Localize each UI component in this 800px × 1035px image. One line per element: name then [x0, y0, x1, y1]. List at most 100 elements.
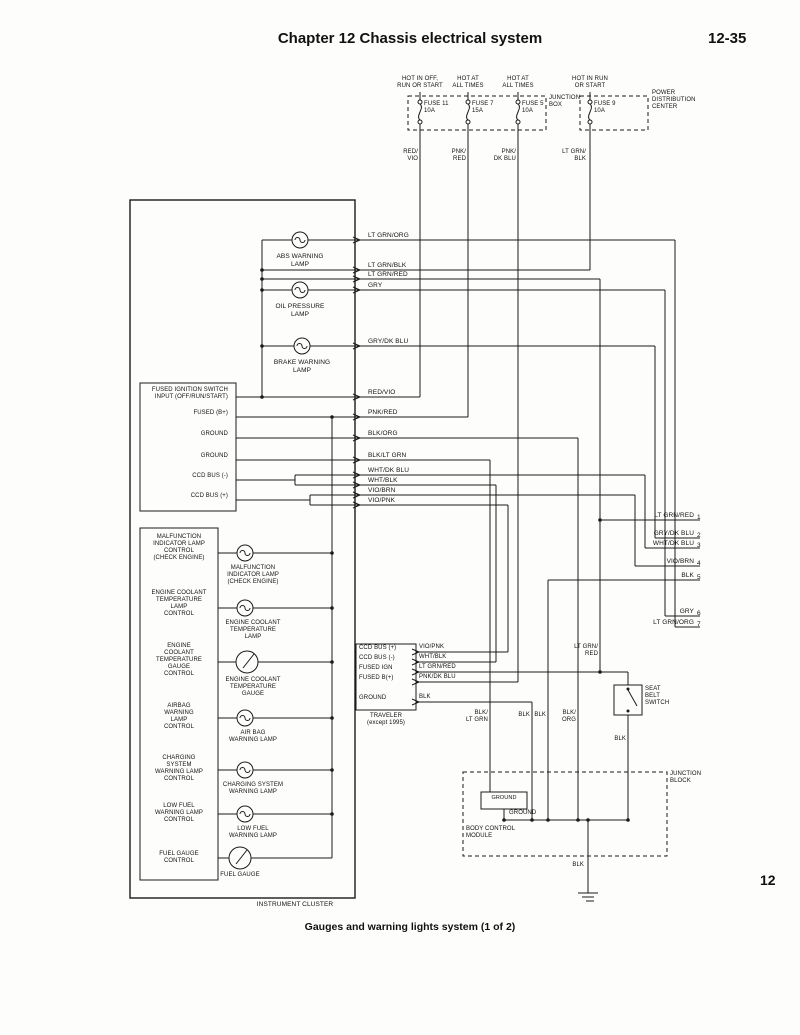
low-fuel-lamp-symbol [236, 805, 254, 823]
traveler-pin-1: CCD BUS (-) [359, 655, 395, 661]
pin1-wire: LT GRN/RED [654, 512, 694, 519]
page-title: Chapter 12 Chassis electrical system [277, 30, 543, 47]
chapter-tab: 12 [760, 872, 776, 888]
cluster-input-box [139, 382, 237, 512]
mil-lamp-symbol [236, 544, 254, 562]
fuse-condition-0: HOT IN OFF, RUN OR START [397, 76, 443, 90]
fuse-condition-1: HOT AT ALL TIMES [452, 76, 484, 90]
jb-wire-blk-1: BLK [518, 712, 530, 718]
traveler-box [355, 643, 417, 711]
fuse-name-1: FUSE 7 15A [472, 101, 494, 115]
wire-blk-lt-grn: BLK/LT GRN [368, 452, 407, 459]
device-coolant-lamp: ENGINE COOLANT TEMPERATURE LAMP [225, 620, 281, 641]
seat-belt-blade [627, 689, 638, 707]
fuse-wire-0: RED/ VIO [403, 149, 418, 163]
abs-warning-lamp-symbol [291, 231, 309, 249]
airbag-lamp-symbol [236, 709, 254, 727]
cluster-control-box [139, 527, 219, 881]
traveler-wire-1: WHT/BLK [419, 654, 447, 660]
device-airbag: AIR BAG WARNING LAMP [229, 730, 277, 744]
ground-node-label: GROUND [509, 810, 537, 816]
figure-caption: Gauges and warning lights system (1 of 2… [304, 921, 516, 933]
seat-belt-wire-in: LT GRN/ RED [574, 644, 598, 658]
fuel-gauge-symbol [228, 846, 252, 870]
device-low-fuel: LOW FUEL WARNING LAMP [229, 826, 277, 840]
pin6-number: 6 [697, 610, 701, 617]
wire-gry-dk-blu: GRY/DK BLU [368, 338, 409, 345]
coolant-temp-gauge-symbol [235, 650, 259, 674]
fuse-terminals [417, 99, 593, 125]
traveler-wire-4: BLK [419, 694, 431, 700]
pin5-number: 5 [697, 574, 701, 581]
fuse-wire-1: PNK/ RED [451, 149, 466, 163]
junction-box-label: JUNCTION BOX [549, 95, 581, 109]
ground-symbol [578, 892, 598, 902]
traveler-pin-3: FUSED B(+) [359, 675, 394, 681]
wires-vertical [261, 92, 676, 893]
page-number: 12-35 [708, 30, 747, 47]
wire-pnk-red: PNK/RED [368, 409, 398, 416]
body-control-module-label: BODY CONTROL MODULE [466, 826, 516, 840]
junction-block-outline [462, 771, 668, 857]
wire-lt-grn-blk: LT GRN/BLK [368, 262, 407, 269]
junction-dots [260, 268, 630, 822]
control-charging: CHARGING SYSTEM WARNING LAMP CONTROL [155, 755, 203, 783]
wire-wht-dk-blu: WHT/DK BLU [368, 467, 410, 474]
control-coolant-lamp: ENGINE COOLANT TEMPERATURE LAMP CONTROL [151, 590, 207, 618]
oil-pressure-lamp-label: OIL PRESSURE LAMP [275, 303, 325, 318]
coolant-temp-lamp-symbol [236, 599, 254, 617]
wire-gry: GRY [368, 282, 383, 289]
fuse-name-0: FUSE 11 10A [424, 101, 449, 115]
connector-chevrons [352, 236, 421, 706]
abs-warning-lamp-label: ABS WARNING LAMP [276, 253, 324, 268]
brake-warning-lamp-symbol [293, 337, 311, 355]
pin6-wire: GRY [679, 608, 694, 615]
traveler-pin-2: FUSED IGN [359, 665, 393, 671]
traveler-wire-2: LT GRN/RED [419, 664, 456, 670]
junction-box-outline [407, 95, 547, 131]
pin1-number: 1 [697, 514, 701, 521]
control-low-fuel: LOW FUEL WARNING LAMP CONTROL [155, 803, 203, 824]
fuse-name-2: FUSE 5 10A [522, 101, 544, 115]
fuse-wire-2: PNK/ DK BLU [493, 149, 516, 163]
seat-belt-switch-label: SEAT BELT SWITCH [645, 686, 670, 707]
pdc-label: POWER DISTRIBUTION CENTER [652, 90, 696, 111]
fuse-condition-3: HOT IN RUN OR START [572, 76, 608, 90]
jb-wire-blk-2: BLK [534, 712, 546, 718]
input-ground-1: GROUND [200, 431, 228, 437]
traveler-pin-0: CCD BUS (+) [359, 645, 397, 651]
device-charging: CHARGING SYSTEM WARNING LAMP [222, 782, 284, 796]
pin7-number: 7 [697, 621, 701, 628]
wires-horizontal [218, 239, 700, 859]
control-coolant-gauge: ENGINE COOLANT TEMPERATURE GAUGE CONTROL [156, 643, 202, 678]
traveler-caption: TRAVELER (except 1995) [367, 713, 405, 727]
charging-lamp-symbol [236, 761, 254, 779]
pin3-number: 3 [697, 542, 701, 549]
jb-wire-out: BLK [572, 862, 584, 868]
gauge-needles [235, 653, 255, 865]
wire-wht-blk: WHT/BLK [368, 477, 398, 484]
pin4-number: 4 [697, 560, 701, 567]
wire-blk-org: BLK/ORG [368, 430, 398, 437]
traveler-wire-3: PNK/DK BLU [419, 674, 456, 680]
fuse-wire-3: LT GRN/ BLK [562, 149, 586, 163]
brake-warning-lamp-label: BRAKE WARNING LAMP [273, 359, 331, 374]
input-fused-ignition: FUSED IGNITION SWITCH INPUT (OFF/RUN/STA… [151, 387, 228, 401]
input-ccd-bus-minus: CCD BUS (-) [192, 473, 228, 479]
device-mil: MALFUNCTION INDICATOR LAMP (CHECK ENGINE… [227, 565, 279, 586]
input-fused-b-plus: FUSED (B+) [193, 410, 228, 416]
device-coolant-gauge: ENGINE COOLANT TEMPERATURE GAUGE [225, 677, 281, 698]
pdc-outline [579, 95, 649, 131]
traveler-pin-4: GROUND [359, 695, 387, 701]
control-mil: MALFUNCTION INDICATOR LAMP CONTROL (CHEC… [153, 534, 205, 562]
control-fuel-gauge: FUEL GAUGE CONTROL [159, 851, 199, 865]
pin5-wire: BLK [681, 572, 694, 579]
jb-wire-blk-org: BLK/ ORG [562, 710, 576, 724]
seat-belt-wire-out: BLK [614, 736, 626, 742]
fuse-condition-2: HOT AT ALL TIMES [502, 76, 534, 90]
instrument-cluster-label: INSTRUMENT CLUSTER [256, 901, 334, 908]
wire-lt-grn-org: LT GRN/ORG [368, 232, 409, 239]
pin7-wire: LT GRN/ORG [653, 619, 694, 626]
pin4-wire: VIO/BRN [666, 558, 694, 565]
